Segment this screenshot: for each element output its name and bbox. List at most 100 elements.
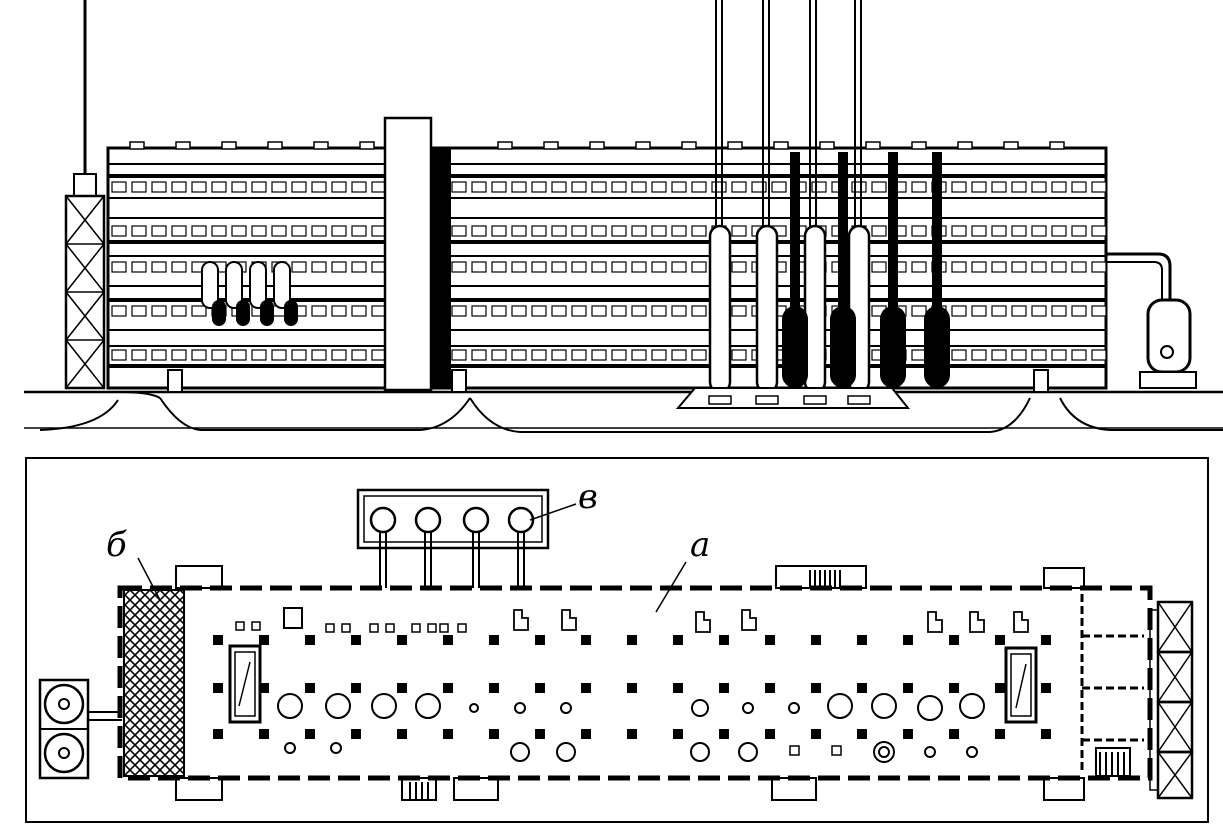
facade-window xyxy=(1051,181,1067,193)
facade-window xyxy=(351,181,367,193)
facade-window xyxy=(471,181,487,193)
facade-window xyxy=(311,181,327,193)
facade-window xyxy=(571,225,587,237)
facade-window xyxy=(651,225,667,237)
equipment-footprint xyxy=(514,702,526,714)
column xyxy=(811,729,821,739)
facade-window xyxy=(1051,225,1067,237)
facade-window xyxy=(591,261,607,273)
facade-window xyxy=(811,181,827,193)
column xyxy=(673,683,683,693)
facade-window xyxy=(471,225,487,237)
facade-window xyxy=(551,305,567,317)
equipment-footprint xyxy=(510,742,530,762)
facade-window xyxy=(731,349,747,361)
facade-window xyxy=(1011,349,1027,361)
column xyxy=(857,729,867,739)
facade-window xyxy=(191,225,207,237)
facade-window xyxy=(731,181,747,193)
facade-window xyxy=(231,349,247,361)
facade-window xyxy=(471,305,487,317)
column xyxy=(305,683,315,693)
facade-window xyxy=(291,261,307,273)
facade-window xyxy=(151,305,167,317)
roof-vent xyxy=(865,141,881,150)
facade-window xyxy=(1091,225,1107,237)
facade-window xyxy=(171,305,187,317)
column xyxy=(627,683,637,693)
column xyxy=(765,729,775,739)
facade-window xyxy=(111,225,127,237)
column xyxy=(1041,635,1051,645)
roof-vent xyxy=(1003,141,1019,150)
facade-window xyxy=(751,181,767,193)
facade-window xyxy=(1071,349,1087,361)
column xyxy=(1041,683,1051,693)
column xyxy=(259,729,269,739)
facade-window xyxy=(211,349,227,361)
facade-window xyxy=(1051,261,1067,273)
column xyxy=(443,683,453,693)
facade-window xyxy=(311,305,327,317)
facade-window xyxy=(151,261,167,273)
facade-window xyxy=(611,225,627,237)
equipment-footprint xyxy=(871,693,897,719)
facade-window xyxy=(451,349,467,361)
facade-window xyxy=(1091,305,1107,317)
column xyxy=(719,729,729,739)
facade-window xyxy=(511,261,527,273)
facade-window xyxy=(331,349,347,361)
facade-window xyxy=(911,349,927,361)
facade-window xyxy=(111,261,127,273)
equipment-footprint xyxy=(966,746,978,758)
facade-window xyxy=(311,225,327,237)
column xyxy=(581,729,591,739)
facade-window xyxy=(651,305,667,317)
facade-window xyxy=(491,349,507,361)
roof-vent xyxy=(543,141,559,150)
roof-vent xyxy=(221,141,237,150)
equipment-footprint xyxy=(371,693,397,719)
column xyxy=(443,635,453,645)
roof-vent xyxy=(727,141,743,150)
facade-window xyxy=(491,305,507,317)
facade-window xyxy=(1091,261,1107,273)
facade-window xyxy=(151,225,167,237)
facade-window xyxy=(291,181,307,193)
small-fixture xyxy=(283,607,303,629)
column xyxy=(305,635,315,645)
facade-window xyxy=(971,305,987,317)
facade-window xyxy=(771,181,787,193)
column xyxy=(535,683,545,693)
column xyxy=(535,729,545,739)
facade-window xyxy=(511,225,527,237)
facade-window xyxy=(631,305,647,317)
facade-window xyxy=(571,261,587,273)
facade-window xyxy=(871,225,887,237)
facade-window xyxy=(991,225,1007,237)
facade-window xyxy=(991,261,1007,273)
facade-window xyxy=(611,349,627,361)
roof-vent xyxy=(957,141,973,150)
facade-window xyxy=(351,261,367,273)
column xyxy=(627,729,637,739)
facade-window xyxy=(571,349,587,361)
facade-window xyxy=(191,349,207,361)
facade-window xyxy=(471,261,487,273)
facade-window xyxy=(631,261,647,273)
column xyxy=(673,729,683,739)
facade-window xyxy=(331,225,347,237)
facade-window xyxy=(551,181,567,193)
column xyxy=(903,683,913,693)
facade-window xyxy=(971,349,987,361)
column xyxy=(213,635,223,645)
small-fixture xyxy=(831,745,842,756)
equipment-footprint xyxy=(959,693,985,719)
facade-window xyxy=(211,181,227,193)
roof-vent xyxy=(635,141,651,150)
facade-window xyxy=(271,349,287,361)
facade-window xyxy=(551,261,567,273)
facade-window xyxy=(911,225,927,237)
facade-window xyxy=(331,261,347,273)
leader-line-v xyxy=(529,503,577,521)
